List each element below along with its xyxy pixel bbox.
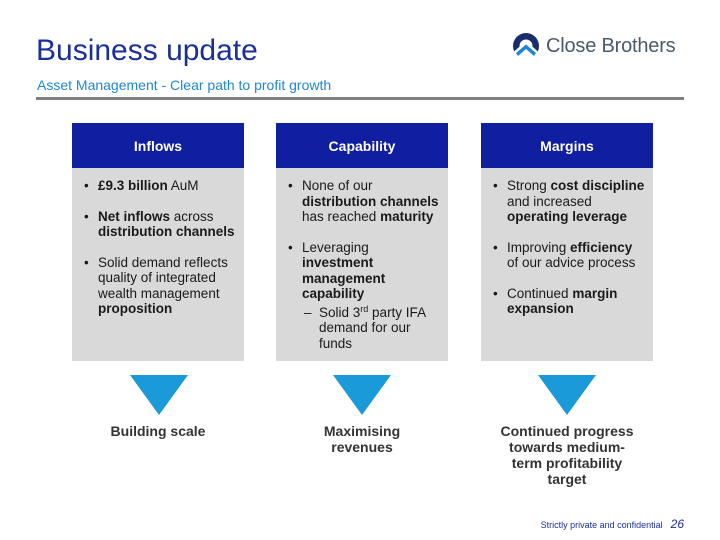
footer: Strictly private and confidential 26 bbox=[541, 517, 684, 531]
column-body: Strong cost discipline and increased ope… bbox=[481, 168, 653, 361]
bullet-item: Net inflows across distribution channels bbox=[82, 209, 238, 240]
page-subtitle: Asset Management - Clear path to profit … bbox=[37, 77, 332, 93]
column-body: £9.3 billion AuM Net inflows across dist… bbox=[72, 168, 244, 361]
outcome-label: Maximising revenues bbox=[323, 423, 401, 455]
sub-bullet-item: Solid 3rd party IFA demand for our funds bbox=[286, 304, 442, 352]
bullet-item: Solid demand reflects quality of integra… bbox=[82, 255, 238, 317]
bullet-item: Strong cost discipline and increased ope… bbox=[491, 178, 647, 225]
close-brothers-logo-icon bbox=[513, 33, 539, 59]
down-arrow-icon bbox=[130, 375, 188, 415]
column-heading: Inflows bbox=[72, 123, 244, 168]
confidentiality-note: Strictly private and confidential bbox=[540, 520, 663, 530]
column-inflows: Inflows £9.3 billion AuM Net inflows acr… bbox=[72, 123, 244, 361]
column-body: None of our distribution channels has re… bbox=[276, 168, 448, 361]
column-heading: Capability bbox=[276, 123, 448, 168]
page-number: 26 bbox=[670, 517, 684, 531]
column-margins: Margins Strong cost discipline and incre… bbox=[481, 123, 653, 361]
title-divider bbox=[36, 97, 684, 100]
logo-wordmark: Close Brothers bbox=[546, 34, 676, 57]
company-logo: Close Brothers bbox=[512, 31, 676, 61]
bullet-item: None of our distribution channels has re… bbox=[286, 178, 442, 225]
down-arrow-icon bbox=[333, 375, 391, 415]
column-heading: Margins bbox=[481, 123, 653, 168]
page-title: Business update bbox=[36, 34, 258, 67]
bullet-item: Improving efficiency of our advice proce… bbox=[491, 240, 647, 271]
down-arrow-icon bbox=[538, 375, 596, 415]
outcome-label: Building scale bbox=[110, 423, 206, 439]
outcome-label: Continued progress towards medium-term p… bbox=[500, 423, 634, 487]
bullet-item: Leveraging investment management capabil… bbox=[286, 240, 442, 302]
bullet-item: Continued margin expansion bbox=[491, 286, 647, 317]
bullet-item: £9.3 billion AuM bbox=[82, 178, 238, 194]
column-capability: Capability None of our distribution chan… bbox=[276, 123, 448, 361]
